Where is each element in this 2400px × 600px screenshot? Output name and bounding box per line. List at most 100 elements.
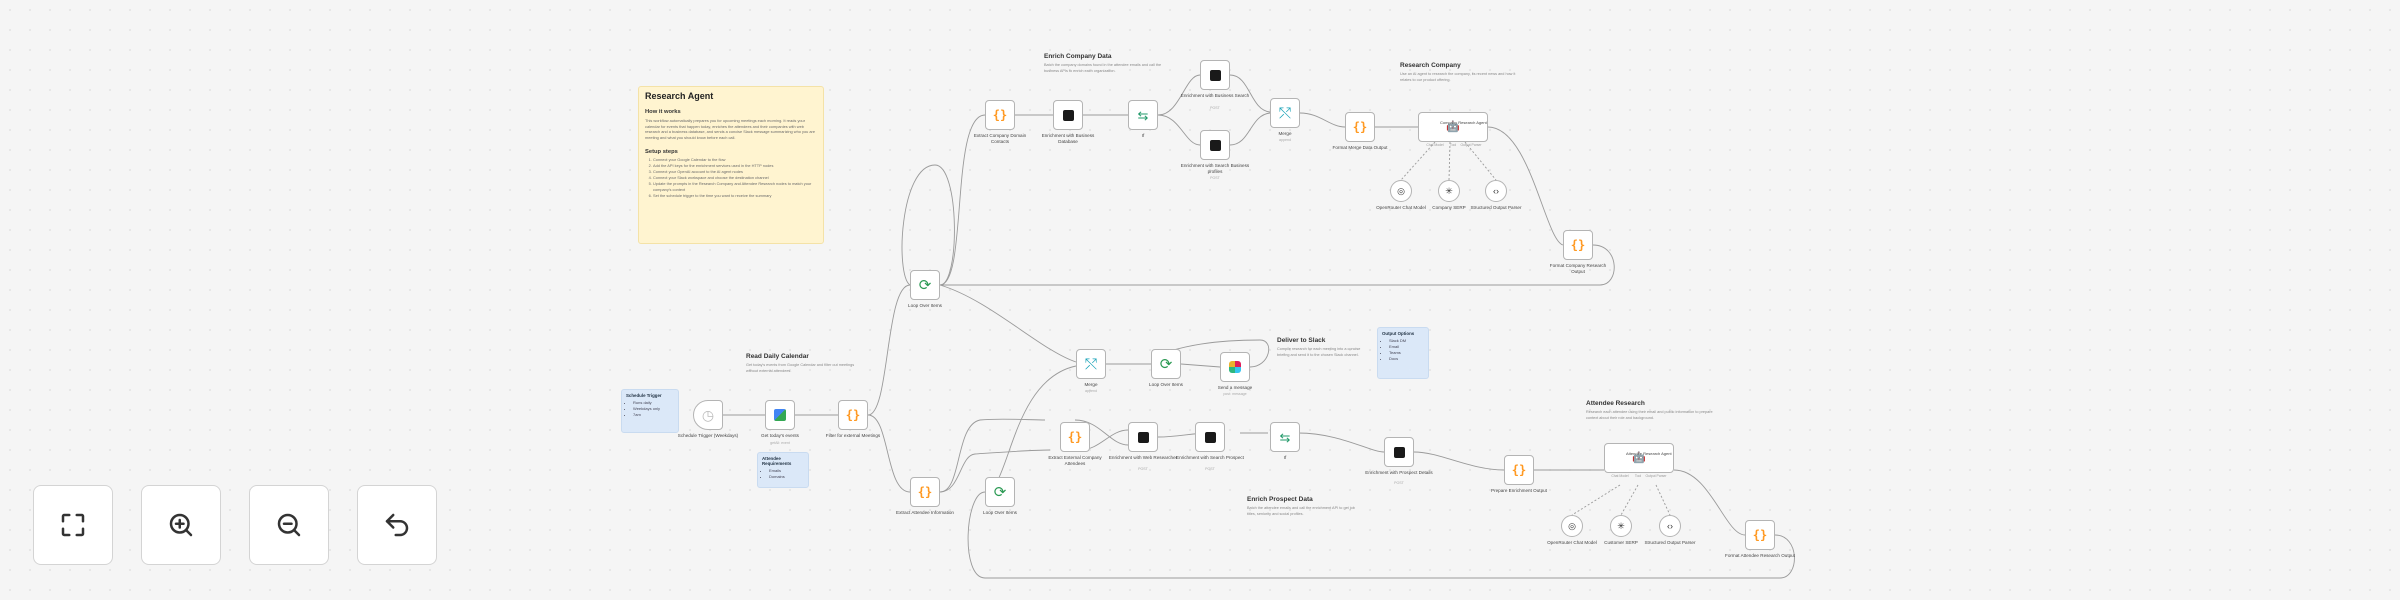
node-label: Filter for external Meetings (825, 433, 881, 438)
sticky-item: Domains (769, 474, 804, 480)
node-sublabel: POST (1210, 106, 1220, 110)
edge (1673, 469, 1746, 536)
node-label: Structured Output Parser (1470, 205, 1522, 210)
serp-icon: ✳ (1445, 185, 1453, 196)
subnode-attendee-serp[interactable]: ✳ (1610, 515, 1632, 537)
loop-icon: ⟳ (993, 483, 1007, 501)
node-loop-deliver[interactable]: ⟳ (1151, 349, 1181, 379)
sticky-title: Attendee Requirements (762, 456, 792, 466)
node-merge-slack[interactable]: ⤲ (1076, 349, 1106, 379)
node-label: Merge (1278, 131, 1292, 136)
zoom-in-button[interactable] (141, 485, 221, 565)
sticky-title: Research Agent (645, 91, 714, 101)
brackets-icon: ‹› (1667, 521, 1673, 531)
edge (1180, 363, 1221, 368)
zoom-in-icon (169, 513, 193, 537)
edge (1074, 419, 1129, 446)
port-label-tool: Tool (1449, 143, 1457, 147)
node-google-calendar[interactable] (765, 400, 795, 430)
node-prospect-format[interactable]: {} (1504, 455, 1534, 485)
node-label: Attendee Research Agent (1626, 451, 1672, 456)
setup-step: Set the schedule trigger to the time you… (653, 193, 817, 199)
node-label: Enrichment with Web Researcher (1108, 455, 1178, 460)
node-if-prospect[interactable]: ⇆ (1270, 422, 1300, 452)
port-label-parser: Output Parser (1460, 143, 1482, 147)
note-enrich-company-text: Batch the company domains found in the a… (1044, 63, 1162, 73)
subnode-company-serp[interactable]: ✳ (1438, 180, 1460, 202)
sticky-note-trigger[interactable]: Schedule Trigger Runs daily Weekdays onl… (621, 389, 679, 433)
edge (1400, 141, 1436, 181)
node-filter-code[interactable]: {} (838, 400, 868, 430)
sticky-list: Emails Domains (762, 468, 804, 480)
openrouter-icon: ◎ (1568, 520, 1576, 531)
node-label: If (1283, 455, 1287, 460)
edge (1448, 141, 1451, 181)
node-http-prospect-summary[interactable] (1384, 437, 1414, 467)
code-icon: {} (845, 408, 861, 422)
node-format-company-output[interactable]: {} (1563, 230, 1593, 260)
node-http-business-lower[interactable] (1200, 130, 1230, 160)
node-extract-attendees[interactable]: {} (910, 477, 940, 507)
subnode-attendee-chat-model[interactable]: ◎ (1561, 515, 1583, 537)
node-label: Enrichment with Prospect Details (1365, 470, 1433, 475)
code-icon: {} (1511, 463, 1527, 477)
node-loop-attendees[interactable]: ⟳ (985, 477, 1015, 507)
sticky-how-heading: How it works (645, 109, 681, 115)
node-schedule-trigger[interactable]: ◷ (693, 400, 723, 430)
node-sublabel: POST (1205, 467, 1215, 471)
node-http-prospect-upper[interactable] (1128, 422, 1158, 452)
code-icon: {} (917, 485, 933, 499)
slack-icon (1229, 361, 1241, 373)
node-attendee-agent[interactable]: 🤖 (1604, 443, 1674, 473)
loop-icon: ⟳ (918, 276, 932, 294)
edge (1487, 126, 1564, 246)
node-label: Extract Company Domain Contacts (973, 133, 1027, 144)
edge (939, 418, 1046, 493)
edge (1297, 432, 1385, 453)
note-deliver-slack-text: Compile research for each meeting into a… (1277, 347, 1361, 357)
openrouter-icon: ◎ (1397, 185, 1405, 196)
sticky-note-main[interactable]: Research Agent How it works This workflo… (638, 86, 824, 244)
edge (1299, 112, 1346, 128)
reset-zoom-button[interactable] (357, 485, 437, 565)
node-label: Loop Over Items (1149, 382, 1183, 387)
subnode-attendee-parser[interactable]: ‹› (1659, 515, 1681, 537)
fit-view-icon (61, 513, 85, 537)
node-label: Prepare Enrichment Output (1491, 488, 1547, 493)
sticky-item: Slack DM (1389, 338, 1424, 344)
node-extract-company[interactable]: {} (985, 100, 1015, 130)
subnode-company-chat-model[interactable]: ◎ (1390, 180, 1412, 202)
node-company-agent[interactable]: 🤖 (1418, 112, 1488, 142)
sticky-item: Emails (769, 468, 804, 474)
sticky-how-text: This workflow automatically prepares you… (645, 118, 815, 140)
edge (867, 284, 911, 416)
node-if-company[interactable]: ⇆ (1128, 100, 1158, 130)
sticky-note-attendees[interactable]: Attendee Requirements Emails Domains (757, 452, 809, 488)
edge (935, 244, 1615, 286)
sticky-note-output[interactable]: Output Options Slack DM Email Teams Docs (1377, 327, 1429, 379)
node-http-prospect-lower[interactable] (1195, 422, 1225, 452)
fit-view-button[interactable] (33, 485, 113, 565)
code-icon: {} (1352, 120, 1368, 134)
if-icon: ⇆ (1279, 429, 1291, 445)
node-extract-prospect[interactable]: {} (1060, 422, 1090, 452)
node-sublabel: POST (1210, 176, 1220, 180)
node-merge-company[interactable]: ⤲ (1270, 98, 1300, 128)
node-http-enrich-company[interactable] (1053, 100, 1083, 130)
port-label-model: Chat Model (1611, 474, 1629, 478)
clock-icon: ◷ (701, 407, 715, 423)
node-label: Format Merge Data Output (1332, 145, 1388, 150)
node-loop-meetings[interactable]: ⟳ (910, 270, 940, 300)
code-icon: {} (1067, 430, 1083, 444)
edge (939, 114, 986, 286)
node-sublabel: POST (1138, 467, 1148, 471)
node-label: Schedule Trigger (Weekdays) (677, 433, 739, 438)
node-label: Get today's events (761, 433, 799, 438)
node-slack-send[interactable] (1220, 352, 1250, 382)
subnode-company-parser[interactable]: ‹› (1485, 180, 1507, 202)
zoom-out-button[interactable] (249, 485, 329, 565)
node-format-merge[interactable]: {} (1345, 112, 1375, 142)
node-format-attendee-output[interactable]: {} (1745, 520, 1775, 550)
edge (967, 491, 1795, 579)
node-http-business-upper[interactable] (1200, 60, 1230, 90)
